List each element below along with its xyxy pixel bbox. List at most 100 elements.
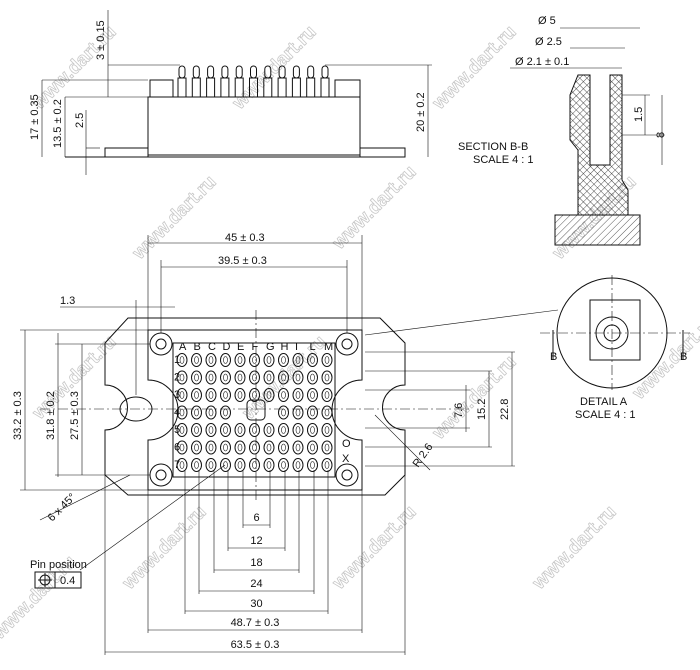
pin-hole — [237, 443, 243, 452]
side-pin-base — [191, 77, 201, 98]
pin-hole — [237, 461, 243, 469]
pin-G7 — [263, 458, 275, 472]
dim-p24: 24 — [250, 578, 262, 590]
pin-hole — [223, 391, 228, 399]
pin-hole — [223, 426, 228, 434]
pin-hole — [208, 426, 214, 434]
pin-F2 — [249, 370, 260, 385]
dim-p30: 30 — [250, 598, 262, 610]
dim-overall: 20 ± 0.2 — [415, 92, 427, 132]
pin-hole — [310, 408, 315, 417]
pin-I1 — [292, 353, 304, 367]
pin-hole — [324, 461, 330, 469]
pin-hole — [324, 408, 330, 417]
pin-B5 — [191, 423, 202, 437]
row-label: 7 — [174, 459, 180, 471]
dim-h8: 8 — [655, 132, 667, 138]
pin-L7 — [307, 458, 318, 472]
pin-hole — [295, 373, 301, 382]
pin-hole — [237, 426, 243, 434]
pin-A7 — [176, 458, 188, 472]
pin-hole — [252, 443, 257, 452]
pin-hole — [194, 443, 199, 452]
pin-F7 — [249, 458, 260, 472]
pin-hole — [252, 356, 257, 364]
pin-G2 — [263, 370, 275, 385]
pin-M7 — [321, 458, 333, 472]
dim-chamfer: 6 x 45° — [46, 491, 79, 524]
dim-h275: 27.5 ± 0.3 — [69, 391, 81, 440]
dim-h332: 33.2 ± 0.3 — [12, 391, 24, 440]
section-scale: SCALE 4 : 1 — [473, 154, 534, 166]
pin-H3 — [278, 388, 289, 402]
dim-w45: 45 ± 0.3 — [225, 232, 265, 244]
pin-D3 — [220, 388, 231, 402]
column-label: F — [252, 341, 259, 353]
pin-B4 — [191, 405, 202, 420]
dim-total-height: 17 ± 0.35 — [29, 94, 41, 140]
pin-B6 — [191, 440, 202, 455]
column-label: I — [295, 341, 298, 353]
pin-hole — [295, 391, 301, 399]
pin-E3 — [234, 388, 246, 402]
pin-hole — [281, 391, 286, 399]
pin-A5 — [176, 423, 188, 437]
pin-B3 — [191, 388, 202, 402]
pin-hole — [295, 356, 301, 364]
pin-hole — [310, 391, 315, 399]
pin-C2 — [205, 370, 217, 385]
pin-B2 — [191, 370, 202, 385]
column-label: B — [194, 341, 201, 353]
pin-M2 — [321, 370, 333, 385]
pin-M1 — [321, 353, 333, 367]
pin-L5 — [307, 423, 318, 437]
dim-v76: 7.6 — [453, 403, 465, 418]
pin-hole — [237, 356, 243, 364]
pin-L6 — [307, 440, 318, 455]
column-label: L — [310, 341, 316, 353]
pin-D2 — [220, 370, 231, 385]
dim-p18: 18 — [250, 557, 262, 569]
side-pin-base — [249, 77, 258, 98]
pin-hole — [324, 391, 330, 399]
pin-hole — [295, 443, 301, 452]
pin-H1 — [278, 353, 289, 367]
pin-hole — [266, 461, 272, 469]
pin-A1 — [176, 353, 188, 367]
pin-hole — [252, 426, 257, 434]
side-pin-base — [291, 77, 301, 98]
side-pin-base — [320, 77, 330, 98]
pin-C3 — [205, 388, 217, 402]
pin-D6 — [220, 440, 231, 455]
row-label: 4 — [174, 407, 180, 419]
column-label: C — [208, 341, 216, 353]
pin-hole — [310, 356, 315, 364]
column-label: A — [179, 341, 187, 353]
pin-B7 — [191, 458, 202, 472]
column-label: M — [324, 341, 333, 353]
pin-G6 — [263, 440, 275, 455]
pin-F6 — [249, 440, 260, 455]
side-view: 3 ± 0.15 17 ± 0.35 13.5 ± 0.2 2.5 20 ± 0… — [29, 10, 432, 175]
pin-hole — [324, 426, 330, 434]
pin-hole — [237, 373, 243, 382]
pin-F5 — [249, 423, 260, 437]
row-label: 6 — [174, 442, 180, 454]
row-label: 2 — [174, 372, 180, 384]
dim-h318: 31.8 ± 0.2 — [45, 391, 57, 440]
pin-hole — [266, 443, 272, 452]
pin-hole — [252, 373, 257, 382]
section-title: SECTION B-B — [458, 141, 528, 153]
pin-D4 — [220, 405, 231, 420]
pin-hole — [179, 373, 185, 382]
pin-C4 — [205, 405, 217, 420]
side-pin — [292, 65, 300, 79]
dim-p12: 12 — [250, 535, 262, 547]
detail-a: B B DETAIL A SCALE 4 : 1 — [364, 275, 690, 421]
side-pin-base — [277, 77, 287, 98]
pin-H4 — [278, 405, 289, 420]
dim-w487: 48.7 ± 0.3 — [231, 617, 280, 629]
pin-hole — [310, 461, 315, 469]
pin-hole — [223, 461, 228, 469]
dim-d21: Ø 2.1 ± 0.1 — [515, 56, 569, 68]
